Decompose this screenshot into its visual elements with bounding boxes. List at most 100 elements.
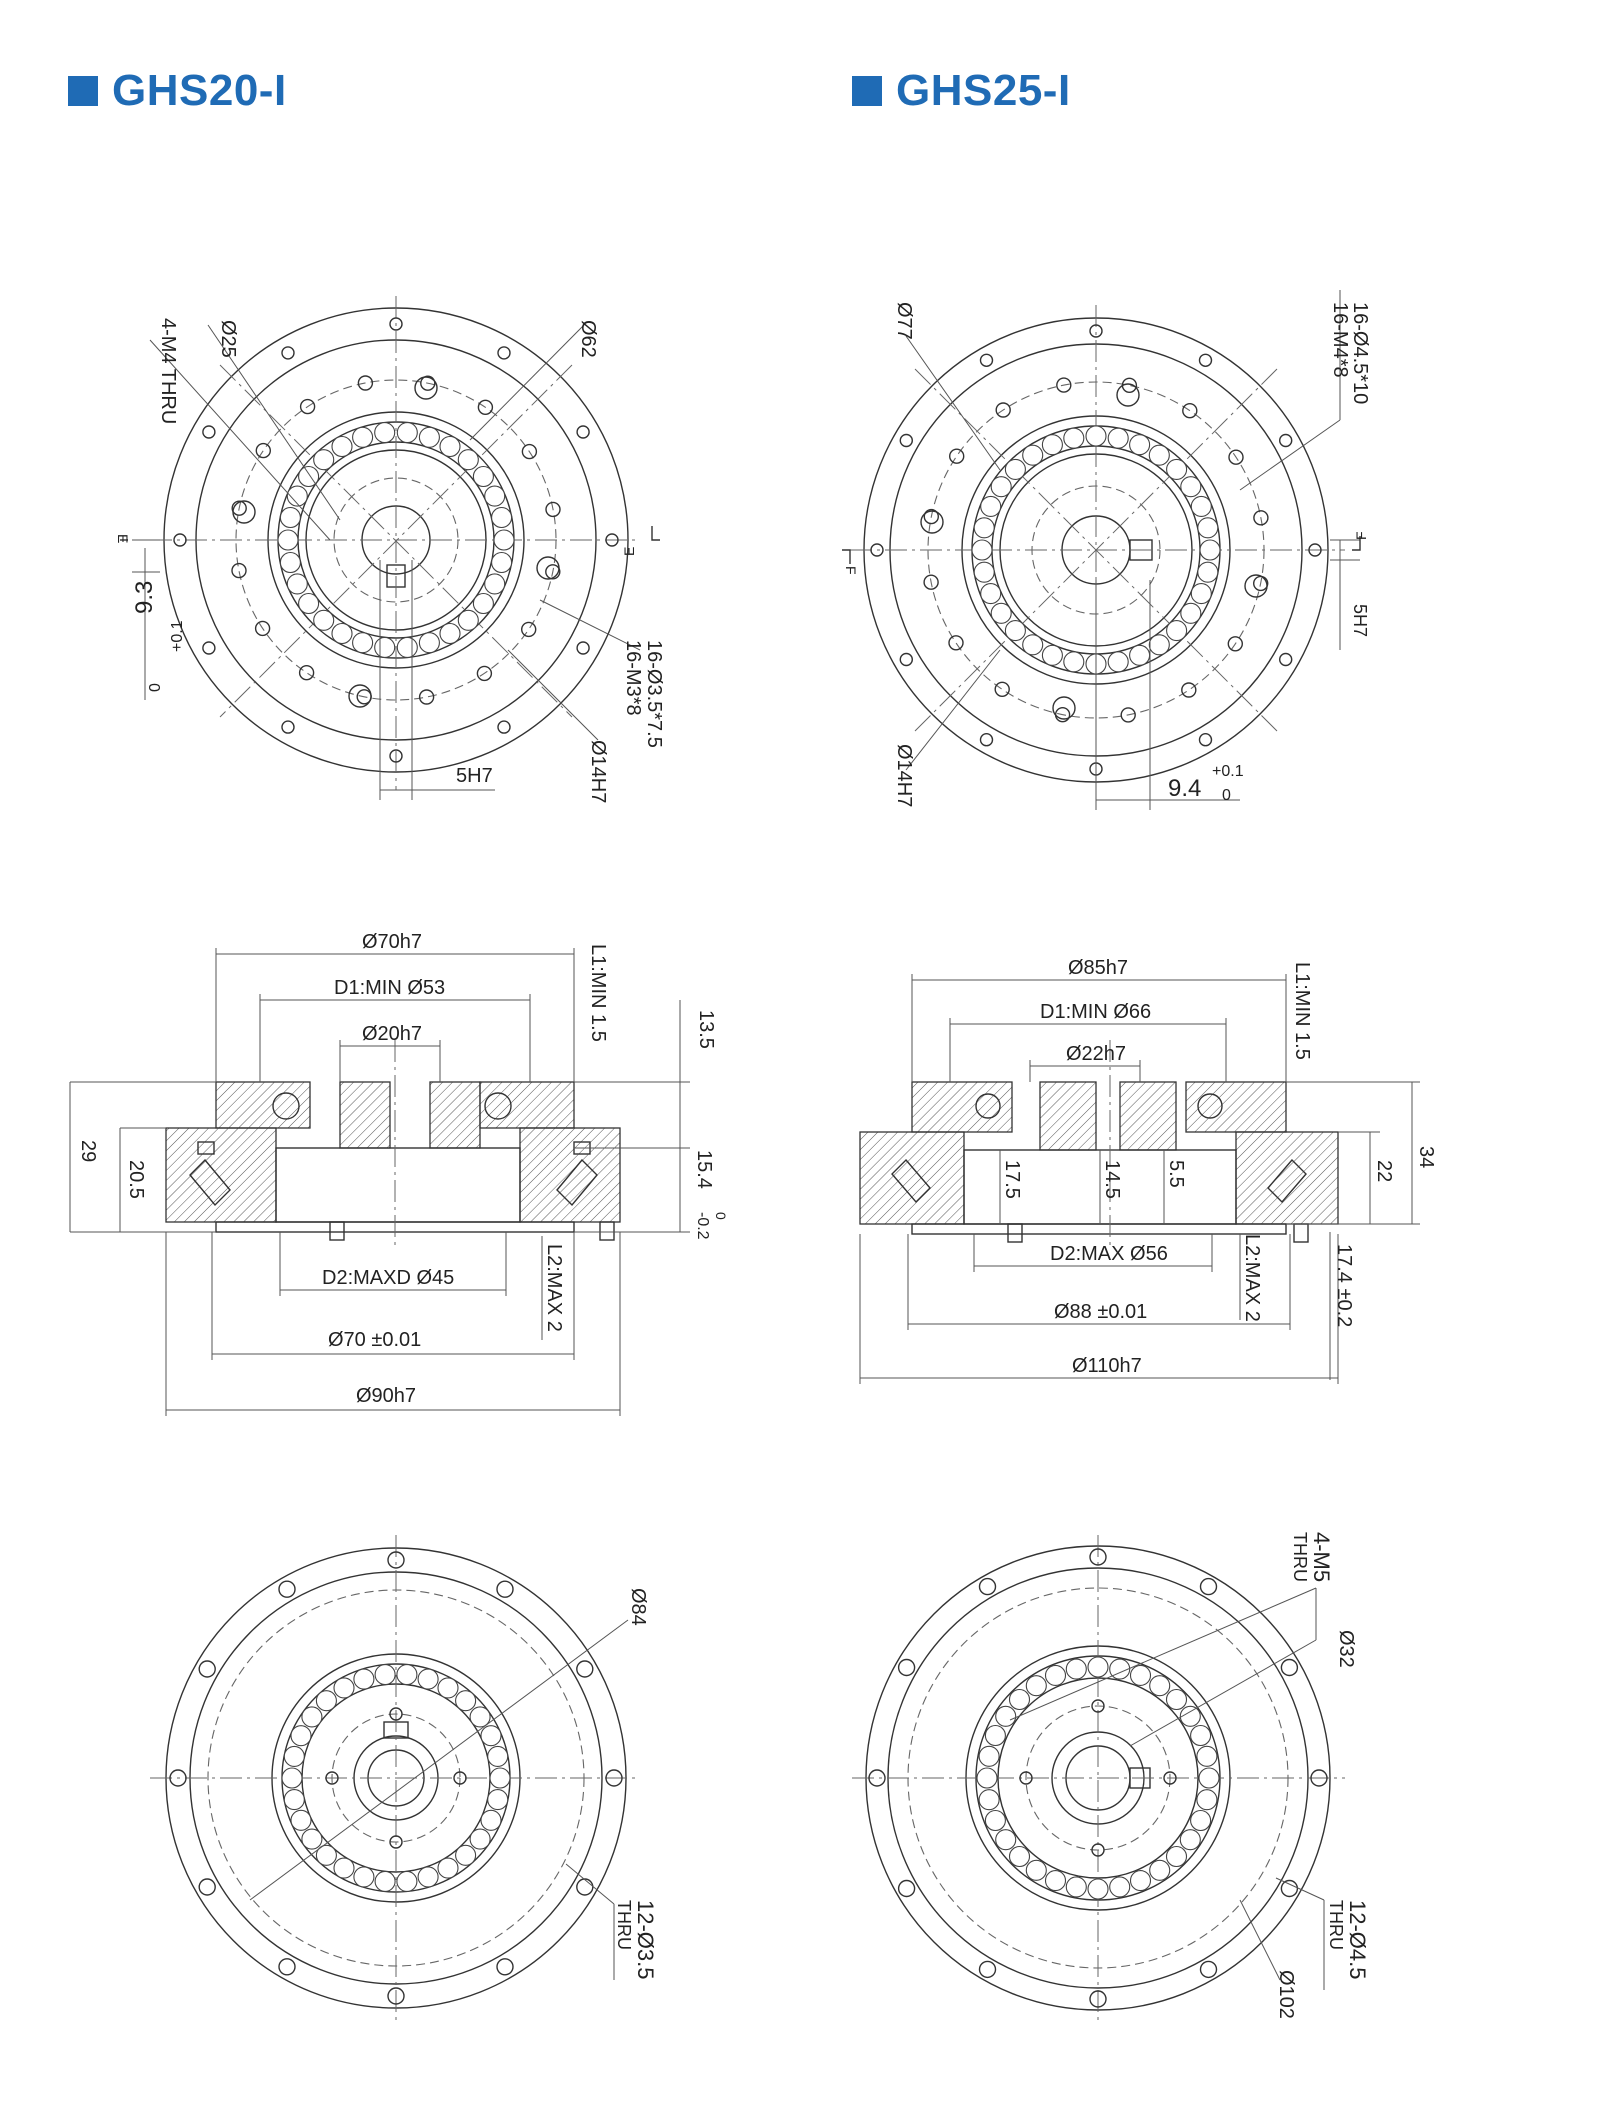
roller-element	[455, 1690, 477, 1712]
bolt-hole	[198, 1660, 216, 1678]
ghs25-section-dims	[859, 974, 1420, 1384]
ghs25-front-view: Ø77 16-Ø4.5*10 16-M4*8 5H7 Ø14H7 9.4 +0.…	[842, 290, 1371, 810]
ghs25-h34-label: 34	[1415, 1146, 1437, 1168]
bolt-hole	[1181, 682, 1197, 698]
ghs25-holes-label-a: 16-Ø4.5*10	[1349, 302, 1371, 404]
header-title: GHS20-I	[112, 66, 287, 115]
roller-element	[1180, 476, 1202, 498]
roller-element	[480, 1725, 502, 1747]
bolt-hole	[995, 402, 1011, 418]
bolt-hole	[254, 620, 271, 637]
roller-element	[374, 1870, 396, 1892]
roller-element	[1129, 644, 1151, 666]
roller-element	[1129, 1664, 1152, 1686]
bolt-hole	[453, 1771, 467, 1785]
roller-element	[472, 465, 494, 488]
ghs25-back-holes-a: 12-Ø4.5	[1345, 1900, 1370, 1980]
roller-element	[1179, 1829, 1201, 1851]
ghs25-d14-label: Ø14H7	[893, 744, 915, 807]
roller-element	[1198, 1767, 1220, 1789]
roller-element	[313, 609, 335, 631]
bolt-hole	[1056, 377, 1072, 393]
roller-element	[484, 485, 506, 507]
roller-element	[976, 1767, 998, 1789]
bolt-hole	[1280, 1879, 1299, 1898]
ghs20-section-mark-right: E	[621, 547, 637, 556]
roller-element	[1196, 1789, 1218, 1811]
roller-element	[313, 449, 335, 471]
ghs20-tol-lo: 0	[147, 683, 164, 692]
bolt-hole	[1199, 1577, 1218, 1596]
ghs20-front-view: Ø25 Ø62 4-M4 THRU 16-Ø3.5*7.5 16-M3*8 Ø1…	[115, 296, 665, 803]
roller-element	[480, 1809, 502, 1831]
bolt-hole	[389, 749, 403, 763]
roller-element	[1087, 1656, 1109, 1678]
bolt-hole	[1199, 1960, 1218, 1979]
bolt-hole	[278, 1580, 296, 1598]
roller-element	[315, 1690, 337, 1712]
ghs20-d90-label: Ø90h7	[356, 1385, 416, 1407]
bolt-hole	[1163, 1771, 1177, 1785]
roller-element	[437, 1677, 459, 1699]
ghs20-front-shapes	[120, 296, 660, 800]
bolt-hole	[497, 720, 511, 734]
roller-element	[283, 1789, 305, 1811]
ghs20-d84-label: Ø84	[627, 1588, 649, 1626]
roller-element	[439, 622, 461, 645]
roller-element	[990, 476, 1012, 498]
bolt-hole	[1278, 652, 1293, 667]
roller-element	[418, 632, 440, 654]
roller-element	[1148, 634, 1170, 656]
bolt-hole	[281, 346, 295, 360]
bolt-hole	[1280, 1658, 1299, 1677]
roller-element	[1165, 1688, 1188, 1711]
ghs20-h205-label: 20.5	[125, 1160, 147, 1199]
bolt-hole	[576, 641, 590, 655]
ghs20-d1-label: D1:MIN Ø53	[334, 977, 445, 999]
bolt-hole	[899, 652, 913, 667]
ghs20-key-height-label: 9.3	[131, 581, 158, 614]
ghs25-d32-label: Ø32	[1335, 1630, 1357, 1668]
ghs25-section-mark-left: F	[843, 566, 859, 575]
ghs20-h13-label: 13.5	[695, 1010, 717, 1049]
bolt-hole	[576, 1878, 594, 1896]
bolt-hole	[870, 543, 884, 557]
roller-element	[978, 1745, 1000, 1767]
header-ghs25: GHS25-I	[852, 66, 1071, 116]
roller-element	[1149, 1859, 1171, 1881]
ghs20-back-holes-b: THRU	[614, 1900, 634, 1950]
ghs20-holes-label-a: 16-Ø3.5*7.5	[643, 640, 665, 748]
bolt-hole	[389, 317, 403, 331]
roller-element	[331, 435, 353, 458]
ghs25-tol-lo: 0	[1222, 787, 1231, 804]
roller-element	[1008, 1688, 1031, 1711]
bolt-hole	[198, 1878, 216, 1896]
header-square-icon	[852, 76, 882, 106]
roller-element	[1107, 427, 1129, 449]
bolt-hole	[897, 1658, 916, 1677]
bolt-hole	[202, 641, 216, 655]
roller-element	[457, 609, 479, 631]
ghs25-d22-label: Ø22h7	[1066, 1043, 1126, 1065]
bolt-hole	[1091, 1843, 1105, 1857]
ghs25-d110-label: Ø110h7	[1072, 1355, 1142, 1377]
roller-element	[283, 1745, 305, 1767]
roller-element	[1196, 1745, 1218, 1767]
roller-element	[995, 1829, 1017, 1851]
roller-element	[333, 1677, 355, 1699]
roller-element	[301, 1706, 323, 1728]
bolt-hole	[298, 665, 315, 681]
ghs25-section-mark-right: F	[1353, 531, 1369, 540]
roller-element	[1063, 651, 1085, 673]
roller-element	[1165, 1845, 1188, 1868]
ghs25-h145-label: 14.5	[1101, 1160, 1123, 1199]
bolt-hole	[1253, 510, 1269, 526]
roller-element	[990, 602, 1012, 624]
bolt-hole	[948, 635, 964, 651]
bolt-hole	[1091, 1699, 1105, 1713]
bolt-hole	[1019, 1771, 1033, 1785]
ghs25-d2-label: D2:MAX Ø56	[1050, 1243, 1168, 1265]
bolt-hole	[868, 1769, 886, 1787]
roller-element	[286, 485, 308, 507]
ghs25-back-thru-b: THRU	[1290, 1532, 1310, 1582]
